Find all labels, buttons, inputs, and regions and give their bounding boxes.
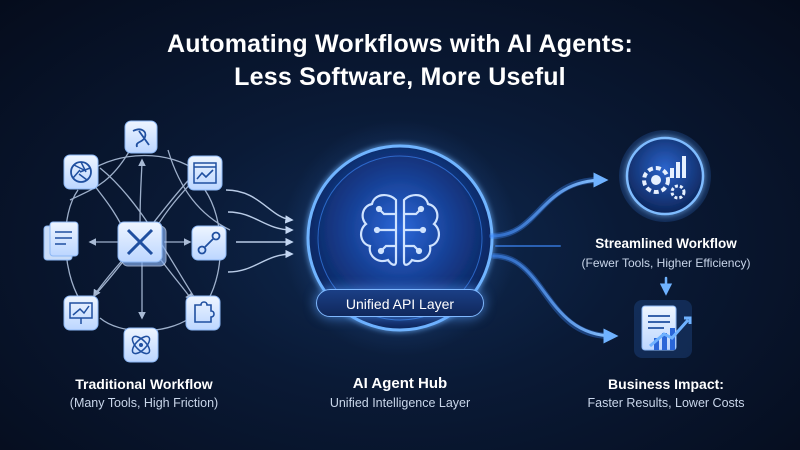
biology-icon — [124, 120, 158, 154]
business-impact-title: Business Impact: — [608, 376, 724, 392]
documents-icon — [43, 221, 79, 261]
page-title-line-2: Less Software, More Useful — [234, 63, 566, 91]
chart-window-icon — [187, 155, 223, 191]
unified-api-layer-badge: Unified API Layer — [316, 289, 484, 317]
presentation-icon — [63, 295, 99, 331]
hub-title: AI Agent Hub — [352, 375, 448, 392]
aperture-icon — [63, 154, 99, 190]
left-to-hub-arrows — [225, 189, 294, 273]
streamlined-workflow-title: Streamlined Workflow — [595, 236, 737, 251]
connect-icon — [191, 225, 227, 261]
brain-circuit-icon — [360, 194, 440, 266]
streamlined-workflow-subtitle: (Fewer Tools, Higher Efficiency) — [581, 256, 751, 270]
page-title-line-1: Automating Workflows with AI Agents: — [167, 30, 633, 58]
hub-subtitle: Unified Intelligence Layer — [329, 396, 471, 410]
hub-to-right-flows — [489, 172, 673, 344]
tool-tiles — [43, 120, 227, 363]
traditional-workflow-title: Traditional Workflow — [75, 376, 213, 392]
business-impact-subtitle: Faster Results, Lower Costs — [587, 396, 745, 410]
traditional-workflow-subtitle: (Many Tools, High Friction) — [69, 396, 219, 410]
puzzle-icon — [185, 295, 221, 331]
atom-icon — [123, 327, 159, 363]
ai-agent-hub — [282, 120, 518, 356]
gear-chart-icon — [619, 130, 711, 222]
report-growth-icon — [634, 300, 692, 358]
stack-x-icon — [117, 221, 167, 267]
